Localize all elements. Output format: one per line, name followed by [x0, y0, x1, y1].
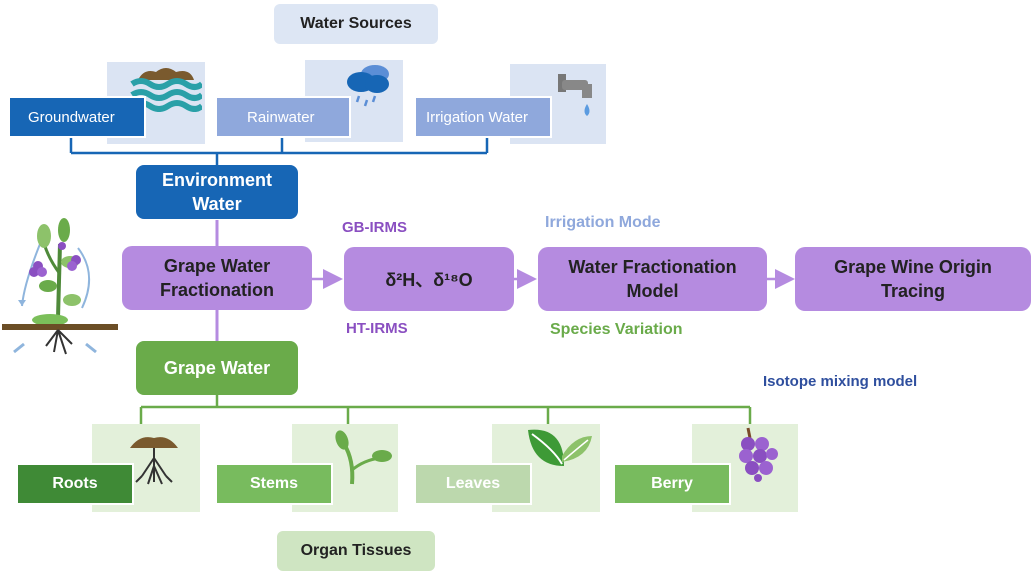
roots-icon: [126, 432, 182, 488]
grape-berry-icon: [736, 426, 784, 482]
grape-water-label: Grape Water: [163, 357, 271, 378]
roots-label: Roots: [52, 475, 98, 492]
groundwater-box: Groundwater: [8, 96, 146, 138]
groundwater-icon: [130, 66, 204, 112]
stems-label: Stems: [249, 475, 299, 492]
organ-tissues-title-text: Organ Tissues: [300, 542, 412, 559]
water-sources-bracket: [69, 136, 489, 166]
rainwater-label: Rainwater: [247, 108, 315, 126]
grape-water-box: Grape Water: [136, 341, 298, 395]
water-sources-title: Water Sources: [274, 4, 438, 44]
isotope-mixing-model-label: Isotope mixing model: [763, 373, 918, 390]
grapevine-plant-icon: [0, 214, 120, 366]
isotopes-box: δ²H、δ¹⁸O: [344, 247, 514, 311]
stems-box: Stems: [215, 463, 333, 505]
water-sources-title-text: Water Sources: [300, 15, 412, 32]
grape-wine-origin-tracing-box: Grape Wine Origin Tracing: [795, 247, 1031, 311]
leaves-label: Leaves: [445, 475, 501, 492]
rainwater-box: Rainwater: [215, 96, 351, 138]
isotopes-label: δ²H、δ¹⁸O: [385, 270, 473, 290]
groundwater-label: Groundwater: [28, 108, 115, 126]
environment-water-label: Environment Water: [161, 170, 272, 214]
grape-water-fractionation-label: Grape Water Fractionation: [159, 256, 274, 300]
irrigation-water-label: Irrigation Water: [426, 108, 528, 126]
species-variation-label: Species Variation: [550, 321, 683, 338]
stem-sprout-icon: [330, 430, 394, 486]
gb-irms-label: GB-IRMS: [342, 219, 407, 236]
ht-irms-label: HT-IRMS: [346, 320, 408, 337]
grape-wine-origin-tracing-label: Grape Wine Origin Tracing: [834, 257, 992, 301]
irrigation-mode-label: Irrigation Mode: [545, 214, 661, 231]
faucet-icon: [552, 68, 600, 124]
berry-box: Berry: [613, 463, 731, 505]
environment-water-box: Environment Water: [136, 165, 298, 219]
water-fractionation-model-label: Water Fractionation Model: [568, 257, 737, 301]
organ-tissues-bracket: [139, 394, 752, 424]
water-fractionation-model-box: Water Fractionation Model: [538, 247, 767, 311]
leaves-box: Leaves: [414, 463, 532, 505]
leaves-icon: [524, 426, 594, 478]
berry-label: Berry: [651, 475, 693, 492]
rain-cloud-icon: [345, 64, 397, 114]
irrigation-water-box: Irrigation Water: [414, 96, 552, 138]
grape-water-fractionation-box: Grape Water Fractionation: [122, 246, 312, 310]
roots-box: Roots: [16, 463, 134, 505]
organ-tissues-title: Organ Tissues: [277, 531, 435, 571]
